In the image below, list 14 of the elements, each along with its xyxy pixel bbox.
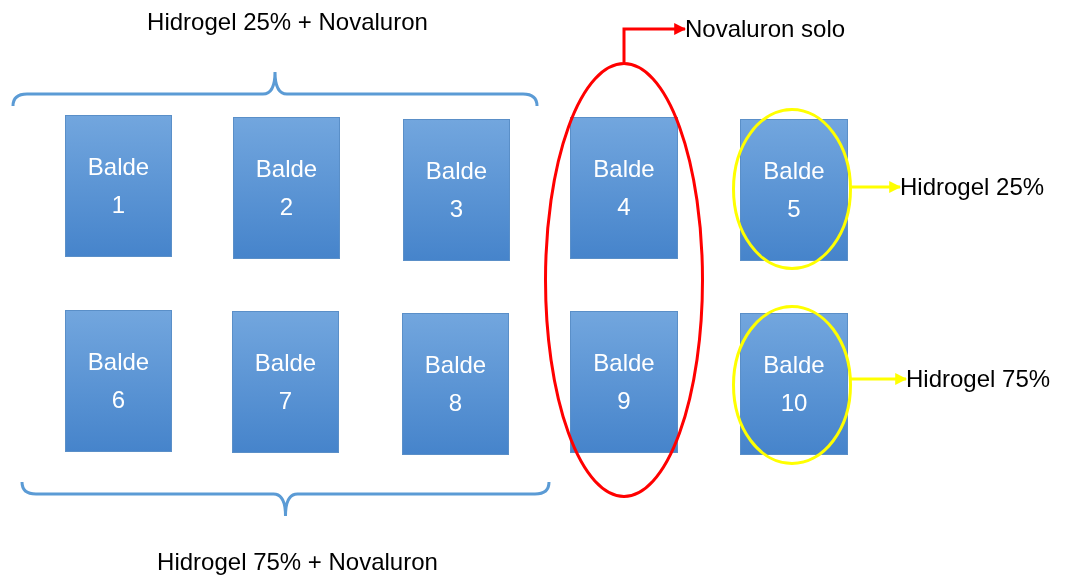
group-label: Novaluron solo — [685, 15, 846, 43]
bucket-box: Balde 3 — [403, 119, 510, 261]
bracket-label: Hidrogel 75% + Novaluron — [156, 548, 439, 576]
arrow — [850, 181, 902, 193]
bucket-box: Balde 6 — [65, 310, 172, 452]
group-label: Hidrogel 75% — [906, 365, 1051, 393]
bucket-box: Balde 8 — [402, 313, 509, 455]
group-label: Hidrogel 25% — [900, 173, 1045, 201]
arrow — [850, 373, 908, 385]
bracket-label: Hidrogel 25% + Novaluron — [146, 8, 429, 36]
bucket-box: Balde 7 — [232, 311, 339, 453]
bucket-box: Balde 1 — [65, 115, 172, 257]
arrow — [622, 23, 687, 62]
bucket-box: Balde 2 — [233, 117, 340, 259]
